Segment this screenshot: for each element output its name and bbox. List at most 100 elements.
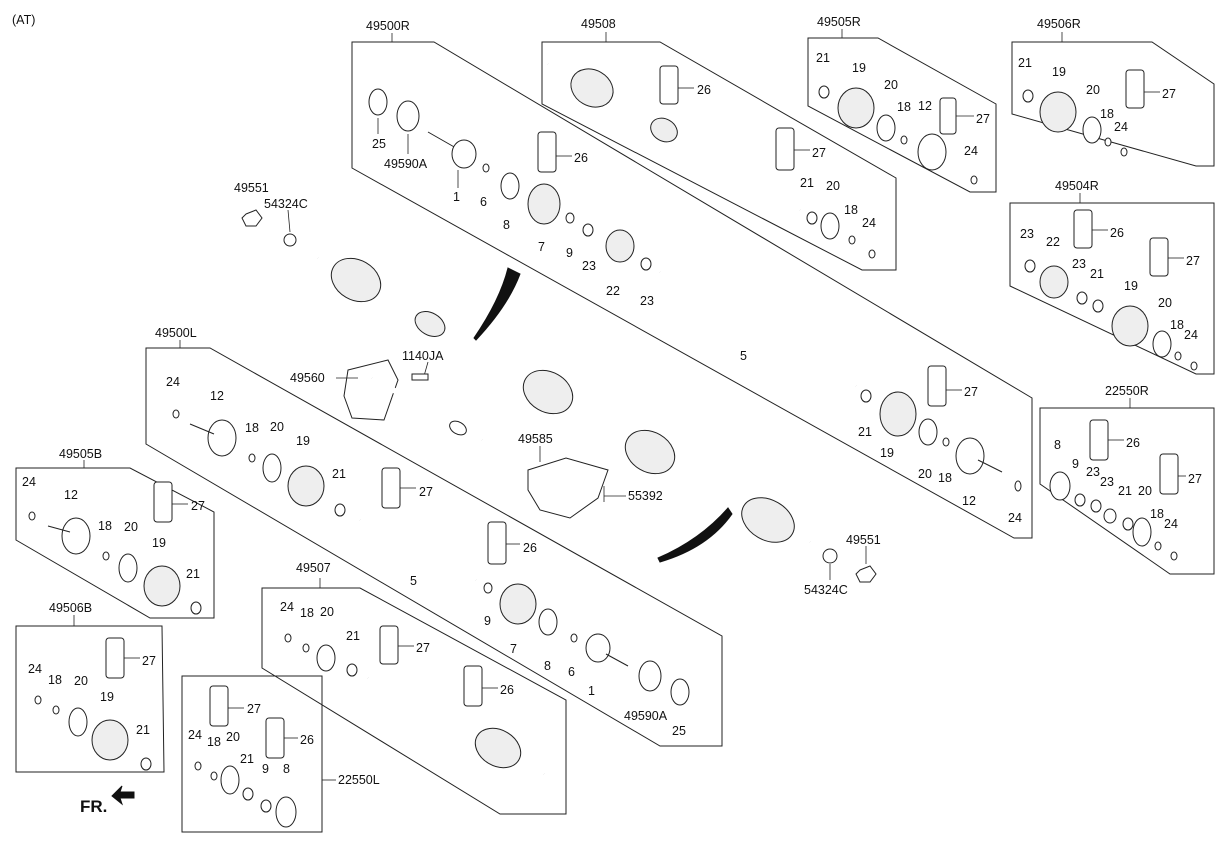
- label-6-r: 6: [480, 195, 487, 209]
- group-label-49507: 49507: [296, 561, 331, 575]
- label-19-r: 19: [880, 446, 894, 460]
- label-21-504r: 21: [1090, 267, 1104, 281]
- label-21-508: 21: [800, 176, 814, 190]
- label-18-22550l: 18: [207, 735, 221, 749]
- group-label-49504R: 49504R: [1055, 179, 1099, 193]
- group-label-49505B: 49505B: [59, 447, 102, 461]
- label-20-504r: 20: [1158, 296, 1172, 310]
- label-18-22550r: 18: [1150, 507, 1164, 521]
- label-7-r: 7: [538, 240, 545, 254]
- label-19-506b: 19: [100, 690, 114, 704]
- label-8-22550r: 8: [1054, 438, 1061, 452]
- hub-nut-49551-upper: [241, 209, 263, 227]
- washer-54324C-upper: [283, 233, 297, 247]
- label-20-505b: 20: [124, 520, 138, 534]
- label-21-22550r: 21: [1118, 484, 1132, 498]
- group-box-49508: [541, 41, 897, 271]
- part-label-49585: 49585: [518, 432, 553, 446]
- label-18-r: 18: [938, 471, 952, 485]
- label-23-r1: 23: [582, 259, 596, 273]
- label-19-506r: 19: [1052, 65, 1066, 79]
- part-label-55392: 55392: [628, 489, 663, 503]
- label-27-22550l: 27: [247, 702, 261, 716]
- label-18-507: 18: [300, 606, 314, 620]
- label-24-508: 24: [862, 216, 876, 230]
- label-24-l: 24: [166, 375, 180, 389]
- label-27-506r: 27: [1162, 87, 1176, 101]
- label-20-508: 20: [826, 179, 840, 193]
- label-24-505b: 24: [22, 475, 36, 489]
- label-26-508: 26: [697, 83, 711, 97]
- part-label-49551-upper: 49551: [234, 181, 269, 195]
- label-27-506b: 27: [142, 654, 156, 668]
- label-8-22550l: 8: [283, 762, 290, 776]
- label-9-22550l: 9: [262, 762, 269, 776]
- label-18-505r: 18: [897, 100, 911, 114]
- label-12-l: 12: [210, 389, 224, 403]
- label-9-22550r: 9: [1072, 457, 1079, 471]
- label-26-l: 26: [523, 541, 537, 555]
- label-21-505b: 21: [186, 567, 200, 581]
- label-1-l: 1: [588, 684, 595, 698]
- label-9-r: 9: [566, 246, 573, 260]
- label-49590A-l: 49590A: [624, 709, 668, 723]
- group-box-22550R: [1039, 407, 1215, 575]
- group-box-49507: [261, 587, 567, 815]
- label-49590A-r: 49590A: [384, 157, 428, 171]
- group-label-49505R: 49505R: [817, 15, 861, 29]
- direction-arrow-lower: [657, 507, 733, 563]
- label-23-504r-1: 23: [1020, 227, 1034, 241]
- label-21-22550l: 21: [240, 752, 254, 766]
- label-24-504r: 24: [1184, 328, 1198, 342]
- transmission-mode-label: (AT): [12, 13, 35, 27]
- label-24-507: 24: [280, 600, 294, 614]
- label-26-504r: 26: [1110, 226, 1124, 240]
- label-21-505r: 21: [816, 51, 830, 65]
- group-box-49505B: [15, 467, 215, 619]
- hub-nut-49551-lower: [855, 565, 877, 583]
- group-box-49500R: [351, 41, 1033, 539]
- label-26-507: 26: [500, 683, 514, 697]
- label-27-505b: 27: [191, 499, 205, 513]
- group-label-49506B: 49506B: [49, 601, 92, 615]
- label-24-506b: 24: [28, 662, 42, 676]
- label-1-r: 1: [453, 190, 460, 204]
- label-5-r: 5: [740, 349, 747, 363]
- bearing-bracket-49560: [343, 359, 484, 443]
- label-20-505r: 20: [884, 78, 898, 92]
- washer-54324C-lower: [822, 548, 838, 564]
- label-12-505b: 12: [64, 488, 78, 502]
- label-19-504r: 19: [1124, 279, 1138, 293]
- label-5-l: 5: [410, 574, 417, 588]
- front-direction-label: FR.: [80, 797, 107, 816]
- label-21-r: 21: [858, 425, 872, 439]
- label-26-r: 26: [574, 151, 588, 165]
- direction-arrow-upper: [473, 267, 521, 341]
- label-24-r: 24: [1008, 511, 1022, 525]
- group-label-49500R: 49500R: [366, 19, 410, 33]
- label-26-22550l: 26: [300, 733, 314, 747]
- group-label-49508: 49508: [581, 17, 616, 31]
- label-22-504r: 22: [1046, 235, 1060, 249]
- label-25-l: 25: [672, 724, 686, 738]
- label-19-505r: 19: [852, 61, 866, 75]
- label-19-l: 19: [296, 434, 310, 448]
- label-21-507: 21: [346, 629, 360, 643]
- group-box-49506R: [1011, 41, 1215, 167]
- label-20-r: 20: [918, 467, 932, 481]
- label-18-504r: 18: [1170, 318, 1184, 332]
- label-8-l: 8: [544, 659, 551, 673]
- label-20-22550l: 20: [226, 730, 240, 744]
- group-box-49504R: [1009, 202, 1215, 375]
- label-18-506r: 18: [1100, 107, 1114, 121]
- part-label-54324C-lower: 54324C: [804, 583, 848, 597]
- label-7-l: 7: [510, 642, 517, 656]
- center-drive-shaft: [316, 255, 812, 545]
- front-arrow-icon: [111, 785, 135, 806]
- part-label-49560: 49560: [290, 371, 325, 385]
- label-27-507: 27: [416, 641, 430, 655]
- label-23-r2: 23: [640, 294, 654, 308]
- label-27-r: 27: [964, 385, 978, 399]
